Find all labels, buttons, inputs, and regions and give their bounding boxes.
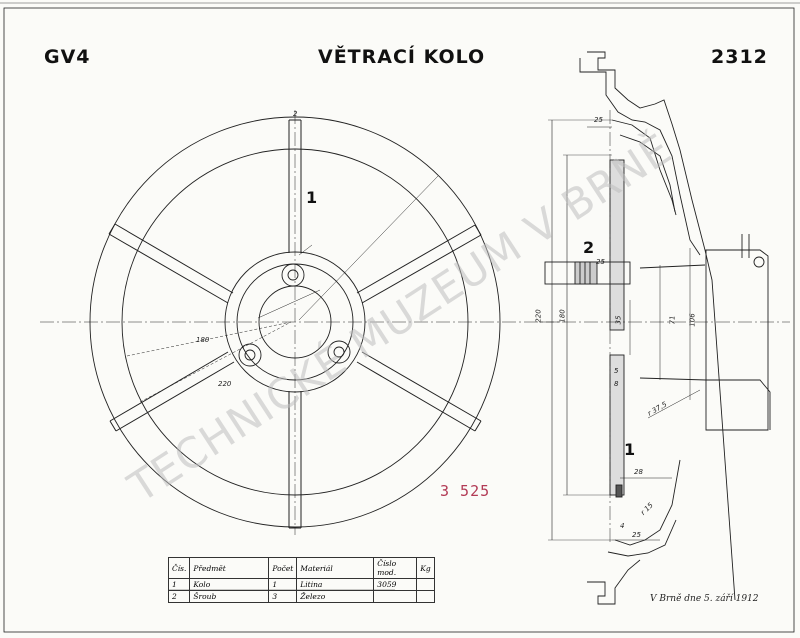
date-signature: V Brně dne 5. září 1912 xyxy=(650,594,759,604)
table-cell xyxy=(416,590,435,603)
table-cell: Kolo xyxy=(189,578,270,591)
parts-table-header: Čís. Předmět Počet Materiál Číslo mod. K… xyxy=(167,557,435,579)
drawing-code: GV4 xyxy=(44,46,91,68)
dimension-220: 220 xyxy=(218,380,232,388)
table-cell: Železo xyxy=(296,590,375,603)
part-1-marker: 1 xyxy=(306,188,318,207)
dimension-25-bolt: 25 xyxy=(596,258,605,266)
side-section xyxy=(540,51,790,605)
table-cell xyxy=(373,590,418,603)
part-2-marker: 2 xyxy=(583,238,595,257)
part-1-section-marker: 1 xyxy=(624,440,636,459)
dimension-25-top: 25 xyxy=(594,116,603,124)
front-view xyxy=(40,110,560,535)
table-cell: Šroub xyxy=(189,590,270,603)
dimension-v35: 35 xyxy=(614,315,623,325)
dimension-4: 4 xyxy=(620,522,625,530)
inventory-stamp: 3 525 xyxy=(440,482,491,500)
dimension-5: 5 xyxy=(614,367,619,375)
table-cell xyxy=(416,578,435,591)
drawing-number: 2312 xyxy=(711,46,768,68)
header-cell: Materiál xyxy=(296,557,375,579)
dimension-v106: 106 xyxy=(688,313,697,327)
dimension-v71: 71 xyxy=(668,315,677,325)
table-cell: 1 xyxy=(268,578,298,591)
dimension-2: 2 xyxy=(293,110,298,118)
header-cell: Počet xyxy=(268,557,298,579)
table-row: 1 Kolo 1 Litina 3059 xyxy=(167,578,435,591)
table-cell: 1 xyxy=(167,578,191,591)
table-cell: 2 xyxy=(167,590,191,603)
dimension-v220: 220 xyxy=(534,309,543,323)
dimension-180: 180 xyxy=(196,336,210,344)
dimension-8: 8 xyxy=(614,380,619,388)
table-cell: 3 xyxy=(268,590,298,603)
dimension-v180: 180 xyxy=(558,309,567,323)
drawing-title: VĚTRACÍ KOLO xyxy=(318,46,486,68)
table-cell: Litina xyxy=(296,578,375,591)
table-row: 2 Šroub 3 Železo xyxy=(167,590,435,603)
header-cell: Předmět xyxy=(189,557,270,579)
header-cell: Kg xyxy=(416,557,435,579)
dimension-28: 28 xyxy=(634,468,643,476)
header-cell: Čís. xyxy=(167,557,191,579)
header-cell: Číslo mod. xyxy=(373,557,418,579)
dimension-25-bottom: 25 xyxy=(632,531,641,539)
parts-table: Čís. Předmět Počet Materiál Číslo mod. K… xyxy=(167,557,435,603)
table-cell: 3059 xyxy=(373,578,418,591)
